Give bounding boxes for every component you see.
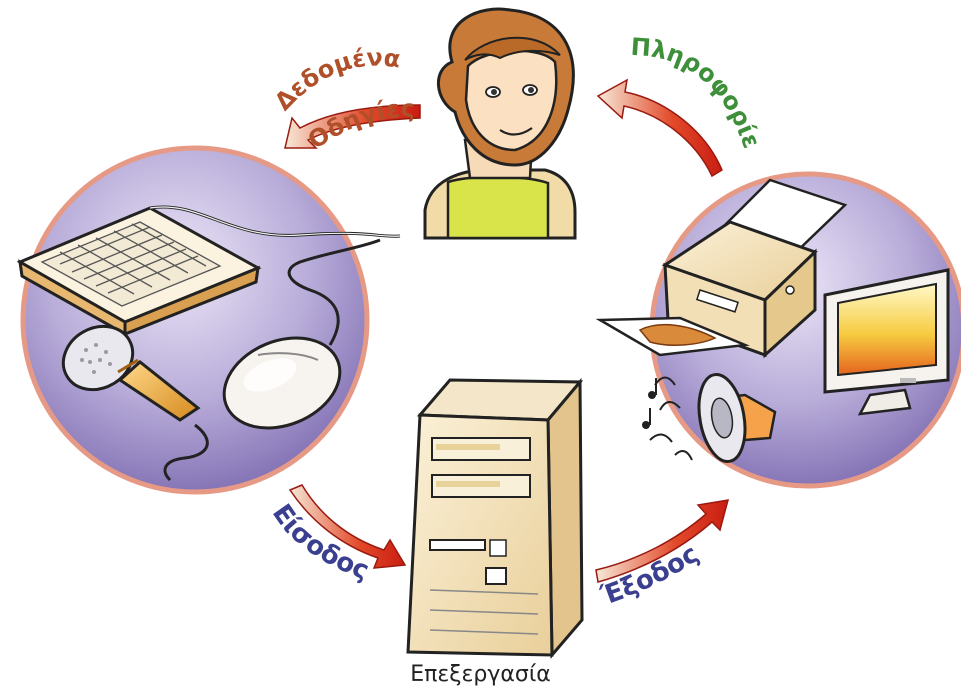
computer-tower-icon [406,377,584,659]
input-circle [20,145,370,495]
label-epexergasia: Επεξεργασία [410,662,551,687]
arrow-person-to-input [284,104,421,149]
input-devices-group [16,145,401,495]
person-icon [423,7,577,240]
arrow-processing-to-output [595,499,730,583]
arrow-input-to-processing [288,484,407,569]
label-odigies: Οδηγίες [303,95,415,155]
printer-icon [595,178,848,359]
label-plirofories: Πληροφορίες [0,0,766,152]
keyboard-icon [16,205,401,337]
mouse-icon [222,238,381,430]
output-devices-group [595,171,961,489]
label-plirofories-text: Πληροφορίες [0,0,766,152]
arrow-output-to-person [596,78,723,178]
speaker-icon [642,373,777,463]
microphone-icon [61,324,209,482]
monitor-icon [823,268,950,416]
label-odigies-text: Οδηγίες [303,95,415,155]
